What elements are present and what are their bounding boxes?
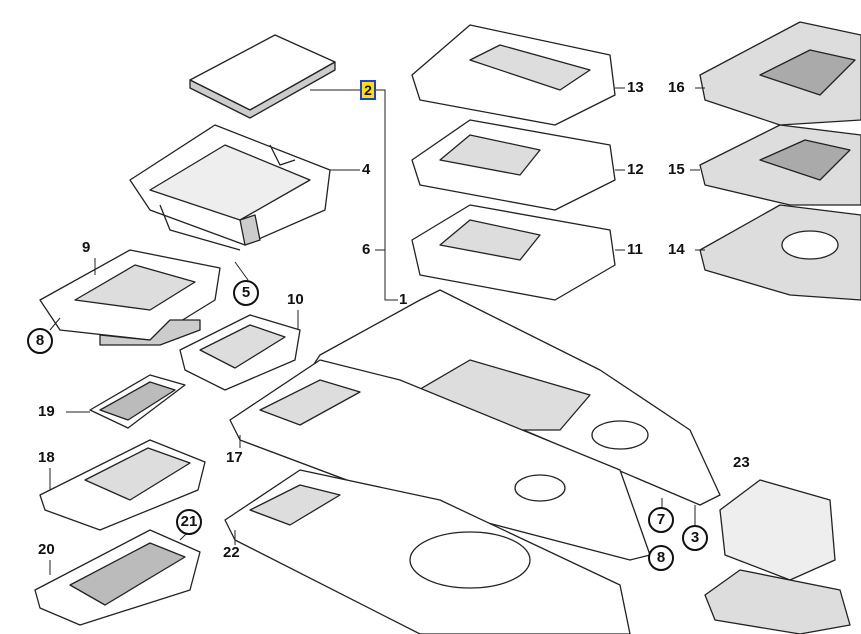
part-12-frame — [411, 119, 616, 211]
part-4-bracket — [129, 124, 331, 251]
callout-13: 13 — [627, 79, 644, 96]
part-20-tray — [34, 529, 201, 626]
callout-1: 1 — [399, 291, 408, 308]
callout-17: 17 — [226, 449, 243, 466]
callout-10: 10 — [287, 291, 304, 308]
part-9-holder — [39, 249, 221, 346]
part-16-cover — [699, 21, 861, 126]
part-18-tray — [39, 439, 206, 531]
part-22-trim — [224, 469, 631, 634]
callout-3: 3 — [682, 525, 708, 551]
callout-12: 12 — [627, 161, 644, 178]
callout-4: 4 — [362, 161, 371, 178]
callout-6: 6 — [362, 241, 371, 258]
part-1-trim — [309, 289, 721, 506]
part-2-pad — [189, 34, 336, 119]
part-19-mat — [89, 374, 186, 429]
part-13-cover — [411, 24, 616, 126]
callout-19: 19 — [38, 403, 55, 420]
part-15-frame — [699, 124, 861, 206]
callout-8-right: 8 — [648, 545, 674, 571]
callout-9: 9 — [82, 239, 91, 256]
part-23-bracket — [704, 479, 851, 634]
callout-16: 16 — [668, 79, 685, 96]
part-10-tray — [179, 314, 301, 391]
callout-23: 23 — [733, 454, 750, 471]
callout-21: 21 — [176, 509, 202, 535]
part-11-frame — [411, 204, 616, 301]
callout-22: 22 — [223, 544, 240, 561]
callout-15: 15 — [668, 161, 685, 178]
callout-18: 18 — [38, 449, 55, 466]
callout-2-highlighted[interactable]: 2 — [360, 80, 376, 100]
part-17-trim — [229, 359, 651, 561]
callout-11: 11 — [627, 241, 643, 258]
callout-20: 20 — [38, 541, 55, 558]
callout-5: 5 — [233, 280, 259, 306]
callout-7: 7 — [648, 507, 674, 533]
callout-14: 14 — [668, 241, 685, 258]
part-14-panel — [699, 204, 861, 301]
callout-8-left: 8 — [27, 328, 53, 354]
